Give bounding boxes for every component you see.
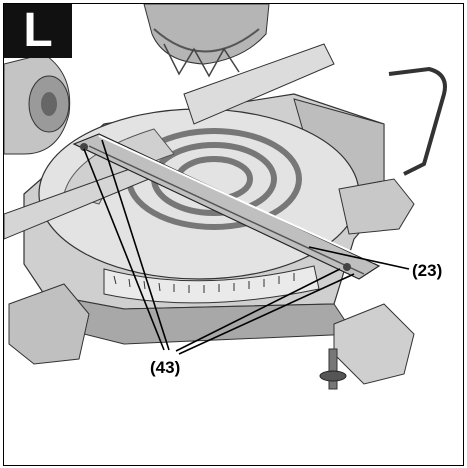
leader-43-d — [178, 273, 355, 355]
motor-housing — [4, 53, 71, 155]
clamp-knob — [319, 303, 415, 390]
leader-43-c — [175, 268, 341, 352]
miter-scale — [103, 265, 320, 304]
extension-rail — [72, 133, 381, 280]
callout-43: (43) — [150, 358, 181, 377]
leader-23 — [308, 246, 410, 270]
callout-23: (23) — [412, 261, 443, 280]
leader-43-b — [101, 139, 170, 351]
figure-letter-badge: L — [4, 4, 72, 58]
base-feet — [8, 178, 415, 365]
leader-43-a — [83, 148, 165, 351]
carry-handle — [388, 66, 447, 176]
figure-frame: L (23) (43) — [3, 3, 464, 466]
blade-guard — [143, 4, 270, 78]
miter-saw-illustration — [4, 4, 447, 390]
leader-lines — [83, 139, 410, 355]
